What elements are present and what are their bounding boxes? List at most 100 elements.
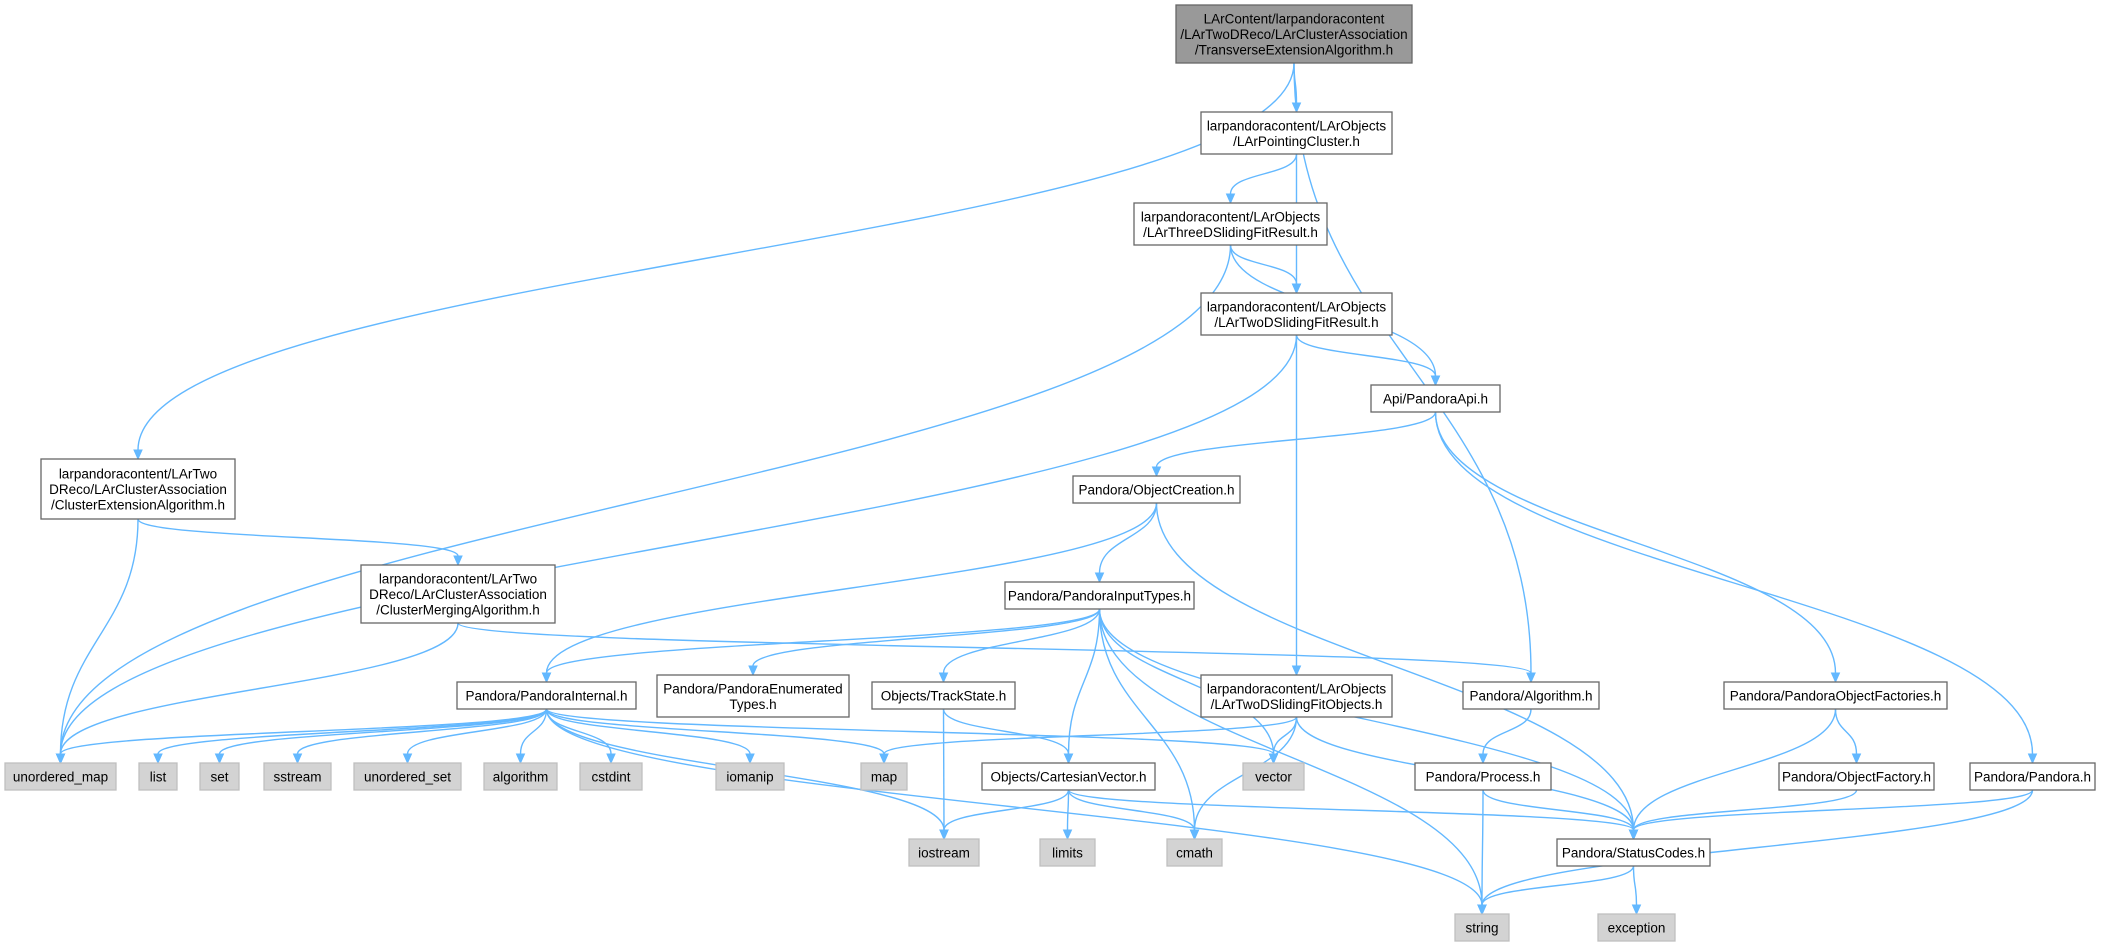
- edge-input_types-to-track_state: [938, 608, 1101, 684]
- node-internal[interactable]: Pandora/PandoraInternal.h: [456, 681, 637, 710]
- node-box: [860, 762, 908, 791]
- arrowhead: [1151, 466, 1162, 478]
- node-pandora-api[interactable]: Api/PandoraApi.h: [1370, 384, 1501, 413]
- node-pointing[interactable]: larpandoracontent/LArObjects/LArPointing…: [1200, 111, 1393, 155]
- edge-cartesian-to-status_codes: [1067, 789, 1639, 841]
- node-track-state[interactable]: Objects/TrackState.h: [871, 681, 1016, 710]
- node-label-line: Objects/TrackState.h: [881, 689, 1007, 704]
- node-string[interactable]: string: [1454, 913, 1510, 942]
- edge-pandora_api-to-object_factories: [1434, 411, 1841, 684]
- node-box: [1175, 4, 1413, 64]
- node-box: [908, 838, 980, 867]
- node-box: [656, 674, 850, 718]
- node-label-line: /LArTwoDSlidingFitResult.h: [1214, 315, 1378, 330]
- node-box: [4, 762, 117, 791]
- node-label-line: Pandora/Process.h: [1426, 770, 1541, 785]
- node-vector[interactable]: vector: [1242, 762, 1305, 791]
- node-box: [1004, 581, 1195, 610]
- edge-object_creation-to-status_codes: [1155, 502, 1639, 841]
- node-list[interactable]: list: [138, 762, 178, 791]
- node-iostream[interactable]: iostream: [908, 838, 980, 867]
- arrowhead: [133, 449, 143, 461]
- node-box: [871, 681, 1016, 710]
- node-label-line: Pandora/ObjectFactory.h: [1782, 770, 1931, 785]
- node-root[interactable]: LArContent/larpandoracontent/LArTwoDReco…: [1175, 4, 1413, 64]
- arrowhead: [453, 555, 463, 567]
- node-iomanip[interactable]: iomanip: [715, 762, 785, 791]
- node-unordered-set[interactable]: unordered_set: [353, 762, 462, 791]
- edge-two_d-to-fit_objects: [1291, 335, 1302, 677]
- arrowhead: [1830, 672, 1841, 684]
- node-cluster-ext[interactable]: larpandoracontent/LArTwoDReco/LArCluster…: [40, 458, 236, 520]
- node-object-creation[interactable]: Pandora/ObjectCreation.h: [1072, 475, 1241, 504]
- edge-root-to-cluster_ext: [133, 62, 1295, 461]
- node-label-line: string: [1465, 921, 1498, 936]
- node-layer: LArContent/larpandoracontent/LArTwoDReco…: [4, 4, 2096, 942]
- node-box: [1597, 913, 1676, 942]
- edge-internal-to-algorithm: [515, 708, 548, 765]
- edge-pandora_api-to-pandora_h: [1434, 411, 2038, 765]
- node-box: [981, 762, 1156, 791]
- node-label-line: set: [210, 770, 228, 785]
- node-object-factories[interactable]: Pandora/PandoraObjectFactories.h: [1723, 681, 1948, 710]
- node-label-line: cmath: [1176, 846, 1213, 861]
- edge-internal-to-unordered_map: [55, 708, 548, 765]
- node-cartesian[interactable]: Objects/CartesianVector.h: [981, 762, 1156, 791]
- node-label-line: Pandora/PandoraInternal.h: [465, 689, 627, 704]
- node-limits[interactable]: limits: [1039, 838, 1096, 867]
- edge-internal-to-set: [214, 708, 548, 765]
- node-cstdint[interactable]: cstdint: [579, 762, 643, 791]
- node-box: [263, 762, 332, 791]
- node-set[interactable]: set: [199, 762, 240, 791]
- node-algorithm[interactable]: algorithm: [483, 762, 558, 791]
- node-label-line: Pandora/Algorithm.h: [1469, 689, 1592, 704]
- arrowhead: [1291, 665, 1302, 677]
- node-box: [1454, 913, 1510, 942]
- edge-pandora_api-to-object_creation: [1151, 411, 1437, 478]
- node-pandora-h[interactable]: Pandora/Pandora.h: [1969, 762, 2096, 791]
- node-box: [483, 762, 558, 791]
- edge-internal-to-string: [545, 708, 1487, 916]
- node-input-types[interactable]: Pandora/PandoraInputTypes.h: [1004, 581, 1195, 610]
- node-unordered-map[interactable]: unordered_map: [4, 762, 117, 791]
- arrowhead: [1478, 753, 1488, 765]
- arrowhead: [541, 672, 552, 684]
- edge-fit_objects-to-map: [879, 716, 1298, 765]
- edge-pandora_h-to-status_codes: [1628, 789, 2034, 841]
- node-two-d[interactable]: larpandoracontent/LArObjects/LArTwoDSlid…: [1200, 292, 1393, 336]
- arrowhead: [1094, 572, 1105, 584]
- node-three-d[interactable]: larpandoracontent/LArObjects/LArThreeDSl…: [1133, 202, 1328, 246]
- node-label-line: unordered_set: [364, 770, 451, 785]
- arrowhead: [1291, 283, 1302, 295]
- arrowhead: [939, 829, 949, 841]
- node-label-line: /ClusterExtensionAlgorithm.h: [51, 498, 225, 513]
- arrowhead: [1631, 904, 1642, 916]
- edge-internal-to-list: [153, 708, 548, 765]
- node-algorithm-h[interactable]: Pandora/Algorithm.h: [1462, 681, 1600, 710]
- edge-cartesian-to-cmath: [1067, 789, 1200, 841]
- node-label-line: Pandora/PandoraEnumerated: [663, 681, 842, 696]
- node-cmath[interactable]: cmath: [1166, 838, 1223, 867]
- node-label-line: LArContent/larpandoracontent: [1204, 12, 1385, 27]
- node-process[interactable]: Pandora/Process.h: [1414, 762, 1552, 791]
- node-box: [40, 458, 236, 520]
- node-cluster-merge[interactable]: larpandoracontent/LArTwoDReco/LArCluster…: [360, 564, 556, 624]
- node-box: [1200, 111, 1393, 155]
- edge-three_d-to-two_d: [1229, 244, 1302, 295]
- node-map[interactable]: map: [860, 762, 908, 791]
- edge-input_types-to-cartesian: [1063, 608, 1101, 765]
- node-label-line: Objects/CartesianVector.h: [990, 770, 1146, 785]
- edge-track_state-to-cartesian: [942, 708, 1074, 765]
- edge-track_state-to-iostream: [939, 708, 949, 841]
- edge-cartesian-to-limits: [1062, 789, 1073, 841]
- node-sstream[interactable]: sstream: [263, 762, 332, 791]
- node-object-factory[interactable]: Pandora/ObjectFactory.h: [1778, 762, 1935, 791]
- edge-cluster_ext-to-cluster_merge: [137, 518, 463, 567]
- node-status-codes[interactable]: Pandora/StatusCodes.h: [1556, 838, 1711, 867]
- edge-object_factories-to-object_factory: [1834, 708, 1862, 765]
- arrowhead: [1062, 829, 1073, 841]
- node-box: [715, 762, 785, 791]
- node-exception[interactable]: exception: [1597, 913, 1676, 942]
- node-fit-objects[interactable]: larpandoracontent/LArObjects/LArTwoDSlid…: [1200, 674, 1393, 718]
